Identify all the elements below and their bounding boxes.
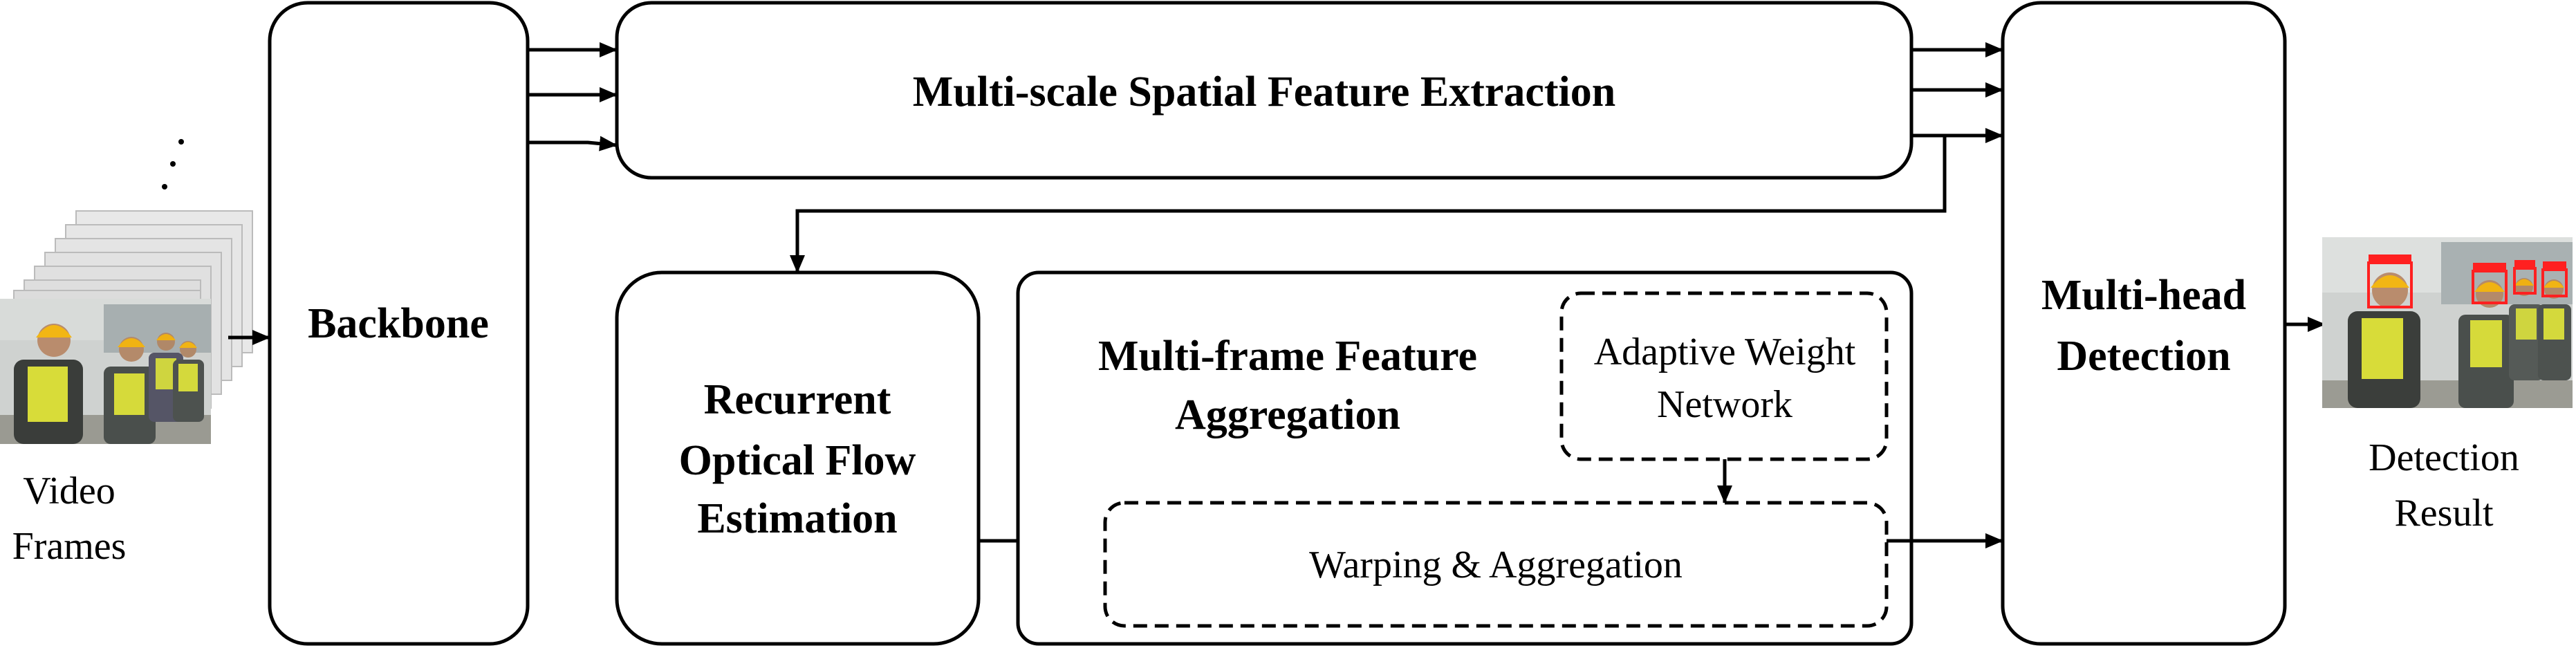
video-frames-label-line2: Frames	[12, 525, 127, 568]
backbone-label: Backbone	[308, 300, 489, 347]
detection-result-label-line1: Detection	[2369, 436, 2519, 479]
backbone-block	[268, 1, 530, 646]
ellipsis-dots	[162, 139, 184, 189]
adaptive-weight-line1: Adaptive Weight	[1594, 331, 1856, 373]
detection-line2: Detection	[2057, 333, 2230, 380]
detection-block	[2001, 1, 2287, 646]
arrows-backbone-to-multiscale	[528, 42, 618, 151]
detection-result-label-line2: Result	[2394, 492, 2494, 535]
arrow-multiscale-to-optical-flow	[790, 136, 1947, 273]
optical-flow-line1: Recurrent	[704, 376, 891, 423]
optical-flow-line2: Optical Flow	[679, 437, 916, 484]
detection-result-image	[2322, 237, 2573, 408]
warping-aggregation-block	[1103, 501, 1889, 628]
aggregation-title-line1: Multi-frame Feature	[1098, 333, 1477, 380]
detection-line1: Multi-head	[2041, 272, 2246, 319]
optical-flow-block	[615, 270, 981, 646]
multiscale-label: Multi-scale Spatial Feature Extraction	[913, 68, 1616, 115]
video-frame-image	[0, 299, 211, 444]
adaptive-weight-network-block	[1559, 291, 1889, 461]
optical-flow-line3: Estimation	[697, 495, 897, 542]
video-frames-label-line1: Video	[23, 470, 115, 512]
arrows-multiscale-to-detection	[1911, 42, 2003, 143]
adaptive-weight-line2: Network	[1657, 383, 1792, 426]
warping-aggregation-label: Warping & Aggregation	[1309, 544, 1683, 586]
aggregation-title-line2: Aggregation	[1175, 391, 1400, 438]
